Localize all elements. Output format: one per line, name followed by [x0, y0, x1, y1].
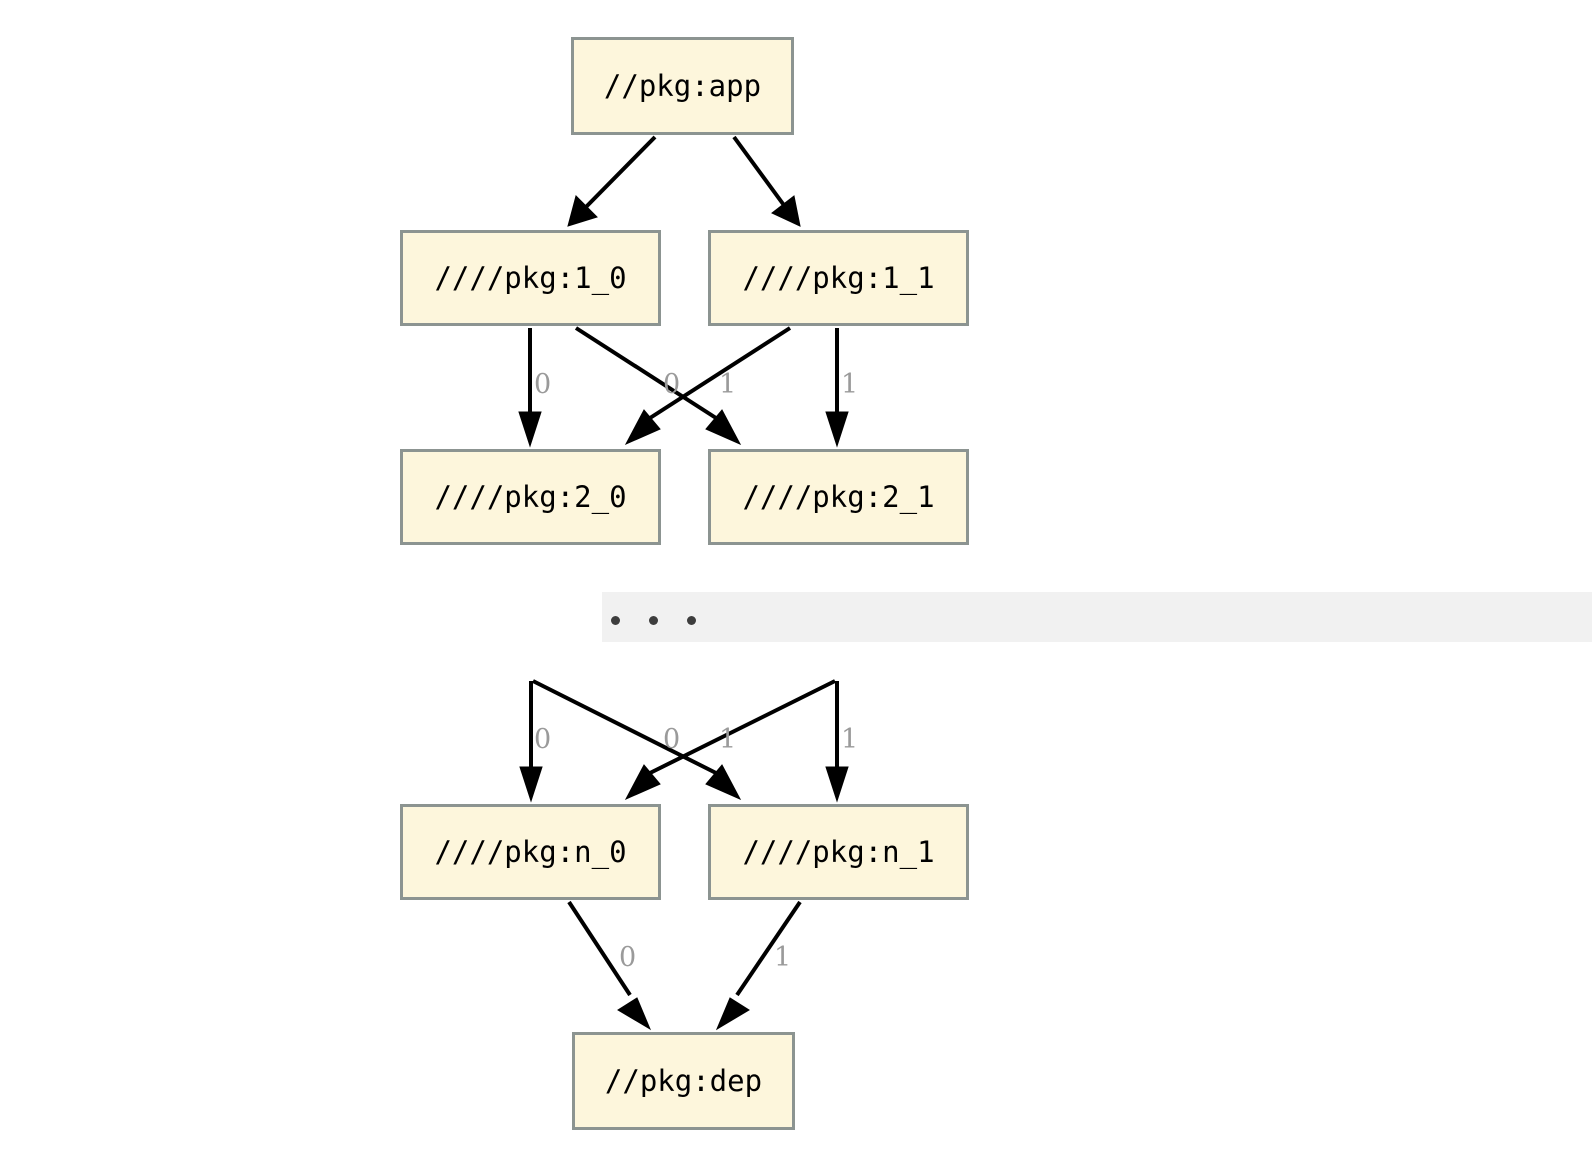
node-label: ////pkg:2_1 [742, 480, 935, 514]
ellipsis-dot [649, 616, 658, 625]
edge-1_1-to-2_0 [624, 326, 792, 446]
node-pkg-2_0[interactable]: ////pkg:2_0 [400, 449, 661, 545]
ellipsis-dot [611, 616, 620, 625]
ellipsis-dot [687, 616, 696, 625]
node-label: ////pkg:n_0 [434, 835, 627, 869]
edge-label-1_0-to-2_1: 1 [719, 369, 737, 400]
node-label: ////pkg:n_1 [742, 835, 935, 869]
node-label: ////pkg:2_0 [434, 480, 627, 514]
edge-dangling-cross-to-n_1 [532, 679, 742, 801]
node-label: ////pkg:1_0 [434, 261, 627, 295]
node-pkg-n_0[interactable]: ////pkg:n_0 [400, 804, 661, 900]
node-pkg-dep[interactable]: //pkg:dep [572, 1032, 795, 1130]
node-label: //pkg:dep [604, 1064, 763, 1098]
node-pkg-2_1[interactable]: ////pkg:2_1 [708, 449, 969, 545]
edge-label-dangling-to-n_0: 0 [534, 724, 552, 755]
edge-label-1_1-to-2_0: 0 [663, 369, 681, 400]
edge-label-dangling-cross-to-n_0: 0 [663, 724, 681, 755]
node-label: ////pkg:1_1 [742, 261, 935, 295]
edge-label-n_1-to-dep: 1 [774, 942, 792, 973]
node-pkg-app[interactable]: //pkg:app [571, 37, 794, 135]
node-label: //pkg:app [603, 69, 762, 103]
edge-app-to-1_1 [732, 135, 801, 227]
edge-label-n_0-to-dep: 0 [619, 942, 637, 973]
edge-label-dangling-cross-to-n_1: 1 [719, 724, 737, 755]
edge-label-1_0-to-2_0: 0 [534, 369, 552, 400]
node-pkg-n_1[interactable]: ////pkg:n_1 [708, 804, 969, 900]
edge-app-to-1_0 [567, 135, 657, 227]
edge-label-dangling-to-n_1: 1 [841, 724, 859, 755]
edge-label-1_1-to-2_1: 1 [841, 369, 859, 400]
node-pkg-1_1[interactable]: ////pkg:1_1 [708, 230, 969, 326]
edge-n_0-to-dep [567, 900, 652, 1031]
edge-1_0-to-2_1 [574, 326, 742, 446]
node-pkg-1_0[interactable]: ////pkg:1_0 [400, 230, 661, 326]
elided-levels-band [602, 592, 1592, 642]
